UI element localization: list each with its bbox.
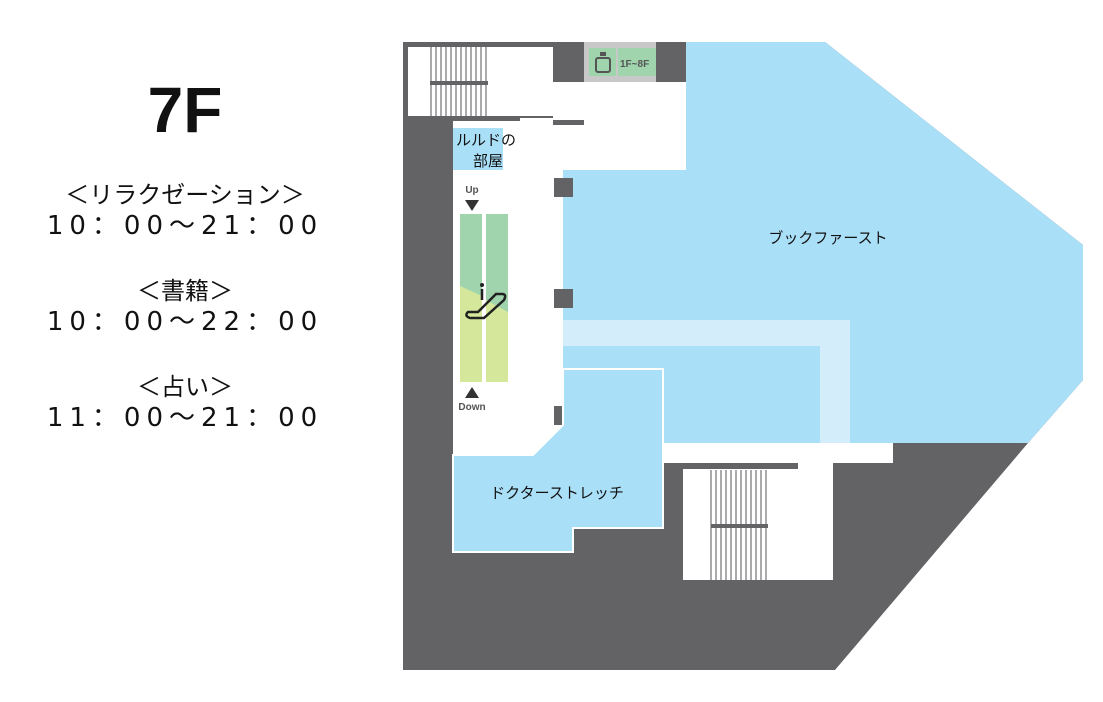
stairs-icon — [430, 47, 488, 116]
arrow-up-icon — [465, 387, 479, 398]
area-label-doctor-stretch: ドクターストレッチ — [490, 484, 624, 502]
area-label-lourdes: 部屋 — [473, 152, 503, 170]
wall-line — [408, 116, 520, 121]
arrow-down-icon — [465, 200, 479, 211]
elevator-label: 1F~8F — [620, 59, 649, 70]
floor-title: 7F — [147, 74, 223, 146]
hours-fortune: ＜占い＞ 11：00～21：00 — [0, 372, 370, 434]
passage — [563, 320, 850, 443]
wall-block — [656, 42, 686, 82]
hours-panel: 7F ＜リラクゼーション＞ 10：00～21：00 ＜書籍＞ 10：00～22：… — [0, 70, 370, 468]
stairs-icon — [710, 470, 768, 580]
wall-block — [553, 42, 584, 82]
hours-category: ＜書籍＞ — [137, 277, 233, 305]
hours-time: 11：00～21：00 — [46, 403, 324, 433]
escalator-icon — [465, 283, 507, 320]
elevator-icon — [595, 52, 611, 73]
hours-books: ＜書籍＞ 10：00～22：00 — [0, 276, 370, 338]
hours-category: ＜リラクゼーション＞ — [65, 181, 305, 209]
corridor-top — [553, 82, 686, 170]
elevator[interactable] — [618, 48, 656, 76]
hours-time: 10：00～21：00 — [46, 211, 324, 241]
corridor-bottom — [663, 443, 893, 463]
hours-time: 10：00～22：00 — [46, 307, 324, 337]
area-label-bookfirst: ブックファースト — [768, 229, 887, 247]
wall-line — [683, 463, 798, 469]
escalator-down-label: Down — [458, 402, 485, 413]
hours-relaxation: ＜リラクゼーション＞ 10：00～21：00 — [0, 180, 370, 242]
escalator[interactable] — [460, 214, 508, 382]
hours-category: ＜占い＞ — [137, 373, 233, 401]
escalator-up-label: Up — [465, 185, 478, 196]
wall-dash — [553, 120, 584, 125]
area-label-lourdes: ルルドの — [456, 131, 516, 149]
area-lourdes[interactable] — [453, 128, 503, 170]
pillar — [554, 289, 573, 308]
pillar — [554, 178, 573, 197]
stairs-area-bottom — [683, 463, 833, 580]
